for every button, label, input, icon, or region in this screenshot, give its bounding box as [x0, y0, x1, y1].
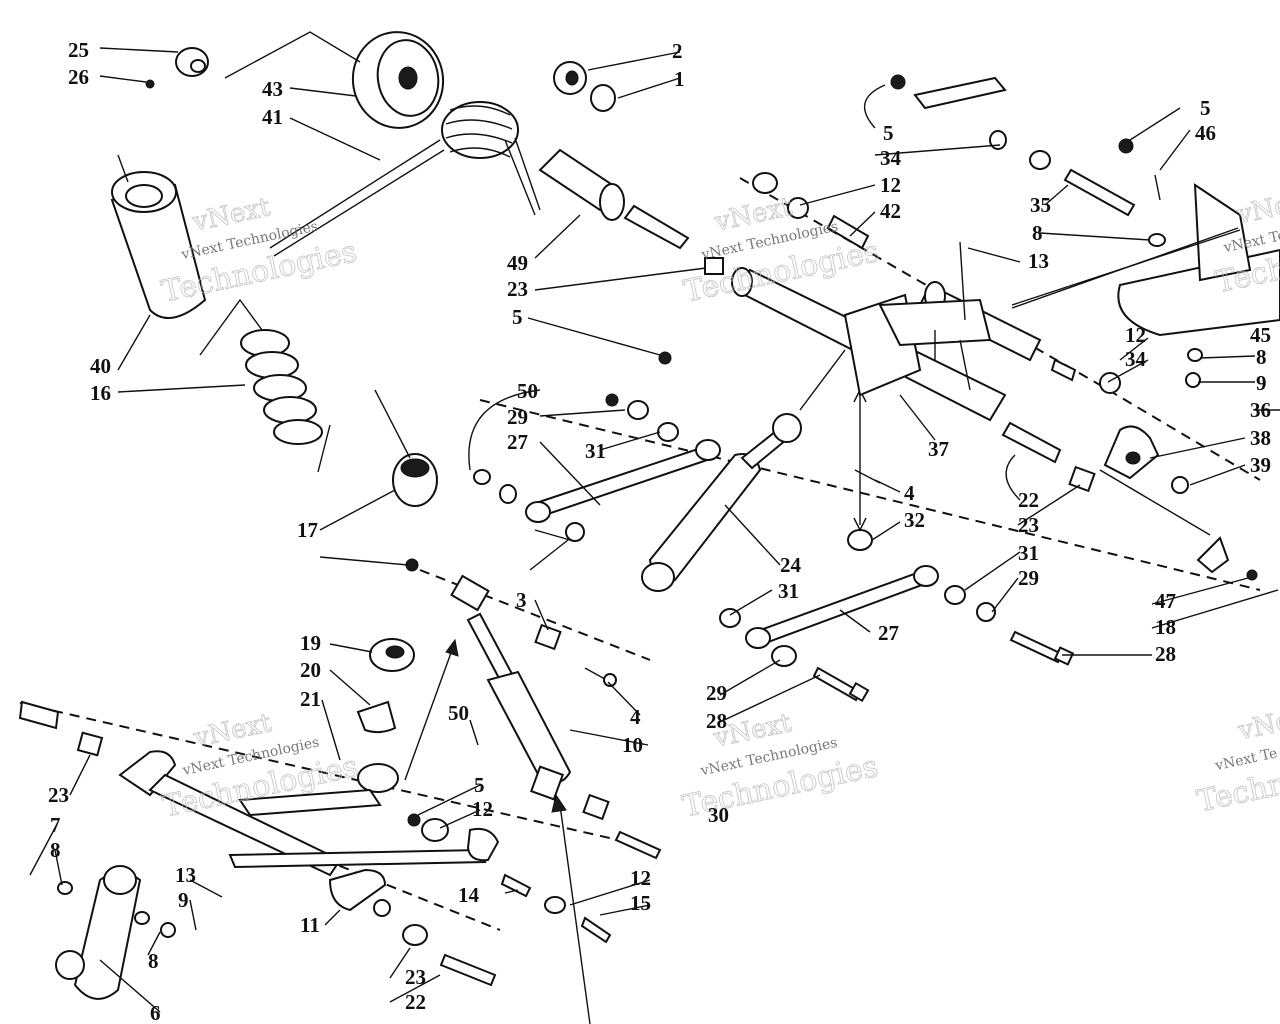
callout: 5 [474, 773, 485, 797]
callout: 4 [630, 705, 641, 729]
svg-text:Techn: Techn [1194, 766, 1280, 819]
callout: 32 [904, 508, 925, 532]
torsion-spring-41 [269, 101, 541, 257]
callout: 29 [706, 681, 727, 705]
callout: 6 [150, 1001, 161, 1024]
callout: 13 [175, 863, 196, 887]
callout: 12 [880, 173, 901, 197]
idler-wheel-43 [351, 31, 445, 129]
callout: 8 [50, 838, 61, 862]
callout: 50 [517, 379, 538, 403]
shock-spring-16 [240, 329, 323, 445]
drawing [18, 31, 1280, 1024]
shock-absorber-10 [450, 574, 572, 801]
callout: 30 [708, 803, 729, 827]
callout: 12 [630, 866, 651, 890]
callout: 9 [178, 888, 189, 912]
callout: 3 [516, 588, 527, 612]
callout: 36 [1250, 398, 1271, 422]
callout: 7 [50, 813, 61, 837]
callout: 28 [706, 709, 727, 733]
callout: 23 [405, 965, 426, 989]
callout: 39 [1250, 453, 1271, 477]
callout: 8 [1256, 345, 1267, 369]
shock-absorber-24 [641, 413, 802, 592]
callout: 5 [512, 305, 523, 329]
callout: 29 [1018, 566, 1039, 590]
link-27-upper [525, 439, 721, 523]
callout: 22 [1018, 488, 1039, 512]
callout: 11 [300, 913, 320, 937]
svg-text:vNext: vNext [1234, 185, 1280, 231]
callout: 46 [1195, 121, 1216, 145]
callout: 19 [300, 631, 321, 655]
callout: 8 [148, 949, 159, 973]
callout: 5 [883, 121, 894, 145]
callout: 23 [1018, 513, 1039, 537]
callout: 38 [1250, 426, 1271, 450]
callout: 22 [405, 990, 426, 1014]
callout: 8 [1032, 221, 1043, 245]
callout: 5 [1200, 96, 1211, 120]
callout: 45 [1250, 323, 1271, 347]
callout: 9 [1256, 371, 1267, 395]
callout: 4 [904, 481, 915, 505]
callout: 34 [1125, 347, 1147, 371]
link-27-lower [745, 565, 939, 649]
callout: 43 [262, 77, 283, 101]
callout: 47 [1155, 589, 1176, 613]
callout: 23 [507, 277, 528, 301]
callout: 31 [585, 439, 606, 463]
callout: 34 [880, 146, 902, 170]
callout: 24 [780, 553, 802, 577]
svg-text:vNext: vNext [1235, 701, 1280, 747]
callout: 29 [507, 405, 528, 429]
callout: 18 [1155, 615, 1176, 639]
callout: 28 [1155, 642, 1176, 666]
callout: 2 [672, 39, 683, 63]
watermark-4: vNext vNext Technologies Technologies [679, 708, 881, 826]
callout: 49 [507, 251, 528, 275]
callout: 31 [778, 579, 799, 603]
spacer-25 [175, 47, 209, 77]
watermark-2: vNext vNext Technologies Technologies [680, 191, 882, 310]
callout: 12 [472, 797, 493, 821]
callout: 17 [297, 518, 318, 542]
callout: 16 [90, 381, 111, 405]
callout: 15 [630, 891, 651, 915]
callout-labels: 25 26 43 41 2 1 40 16 49 23 5 50 29 27 3… [48, 38, 1271, 1024]
callout: 13 [1028, 249, 1049, 273]
callout: 23 [48, 783, 69, 807]
cross-shaft-37 [731, 267, 1042, 422]
callout: 14 [458, 883, 480, 907]
bracket-45 [1011, 183, 1280, 388]
callout: 20 [300, 658, 321, 682]
callout: 12 [1125, 323, 1146, 347]
lower-arm-assembly [18, 700, 662, 1000]
callout: 37 [928, 437, 949, 461]
callout: 40 [90, 354, 111, 378]
callout: 27 [878, 621, 899, 645]
callout: 25 [68, 38, 89, 62]
callout: 35 [1030, 193, 1051, 217]
callout: 27 [507, 430, 528, 454]
callout: 21 [300, 687, 321, 711]
callout: 10 [622, 733, 643, 757]
callout: 50 [448, 701, 469, 725]
watermark-6: vNext vNext Te Techn [1194, 700, 1280, 820]
callout: 42 [880, 199, 901, 223]
callout: 31 [1018, 541, 1039, 565]
shock-cover-40 [110, 171, 207, 319]
callout: 41 [262, 105, 283, 129]
callout: 1 [674, 67, 685, 91]
callout: 26 [68, 65, 89, 89]
